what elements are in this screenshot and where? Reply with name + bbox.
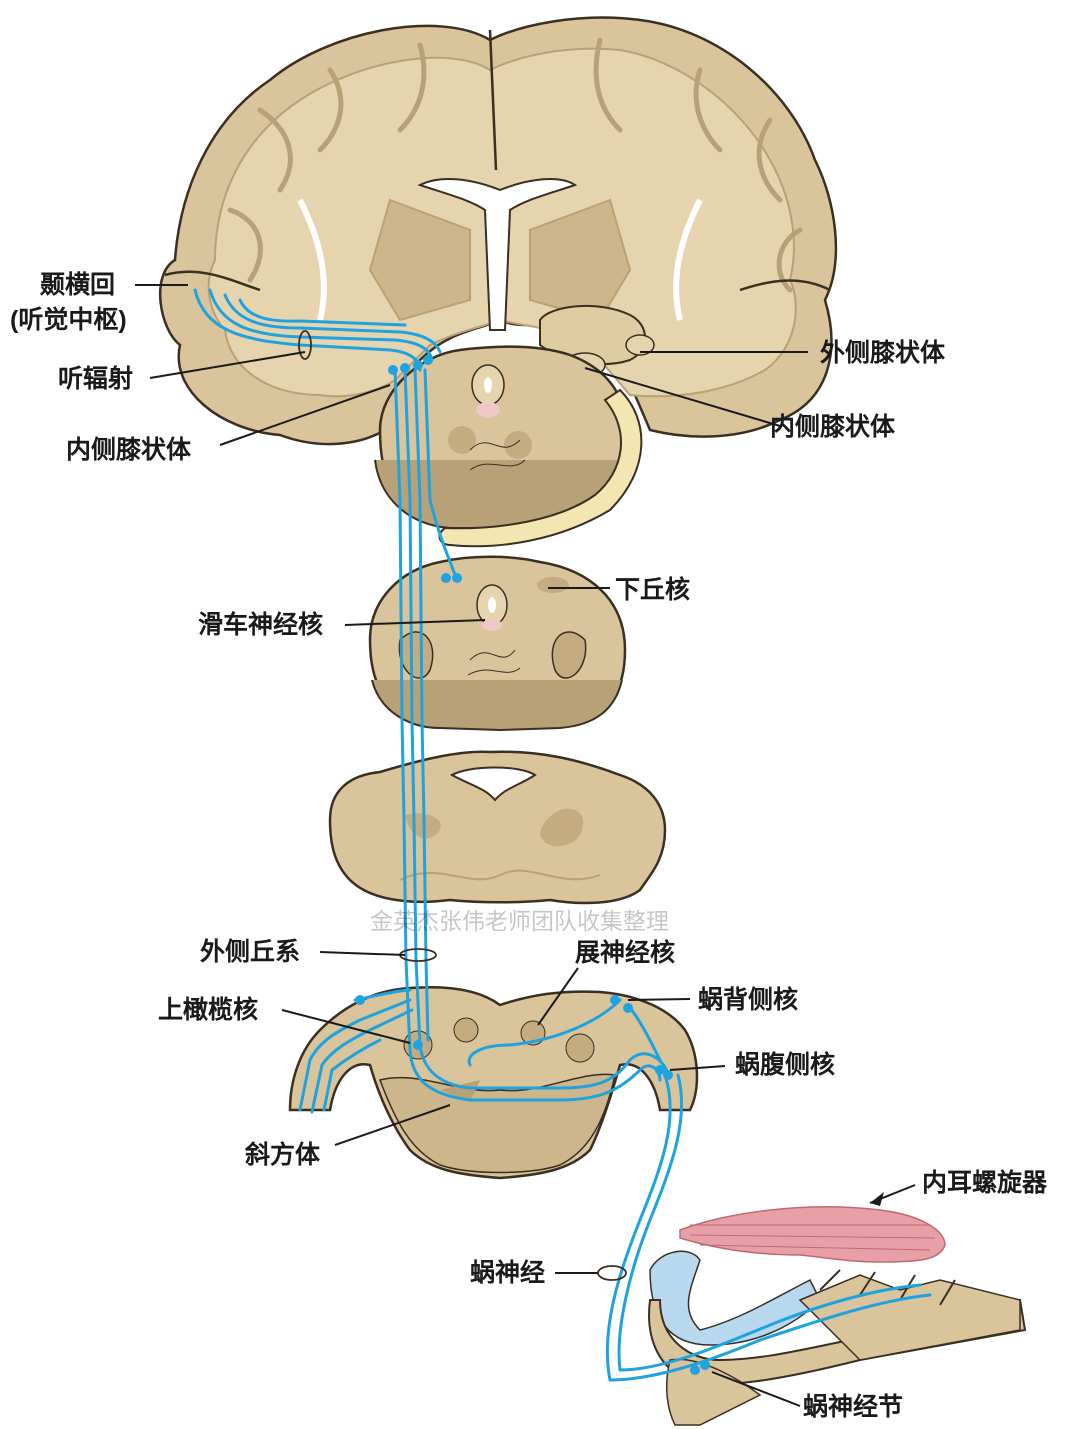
lower-midbrain-section bbox=[370, 557, 625, 730]
label-mgb-right: 内侧膝状体 bbox=[770, 412, 895, 442]
label-acoustic-radiation: 听辐射 bbox=[58, 364, 133, 394]
label-ventral-cochlear: 蜗腹侧核 bbox=[735, 1050, 835, 1080]
label-lateral-lemniscus: 外侧丘系 bbox=[200, 937, 300, 967]
watermark-text: 金英杰张伟老师团队收集整理 bbox=[370, 902, 669, 936]
label-trapezoid-body: 斜方体 bbox=[245, 1140, 320, 1170]
label-organ-of-corti: 内耳螺旋器 bbox=[922, 1168, 1047, 1198]
label-lgb: 外侧膝状体 bbox=[820, 338, 945, 368]
label-spiral-ganglion: 蜗神经节 bbox=[803, 1392, 903, 1422]
label-superior-olive: 上橄榄核 bbox=[158, 995, 258, 1025]
label-abducens-nucleus: 展神经核 bbox=[575, 938, 675, 968]
label-heschl-gyrus: 颞横回 bbox=[40, 270, 115, 300]
label-inferior-colliculus: 下丘核 bbox=[615, 575, 690, 605]
label-auditory-cortex: (听觉中枢) bbox=[10, 305, 127, 335]
arrow-head bbox=[870, 1192, 884, 1206]
pons-section bbox=[330, 752, 665, 903]
label-mgb-left: 内侧膝状体 bbox=[66, 435, 191, 465]
label-dorsal-cochlear: 蜗背侧核 bbox=[698, 985, 798, 1015]
label-cochlear-nerve: 蜗神经 bbox=[470, 1258, 545, 1288]
label-trochlear-nucleus: 滑车神经核 bbox=[198, 610, 323, 640]
